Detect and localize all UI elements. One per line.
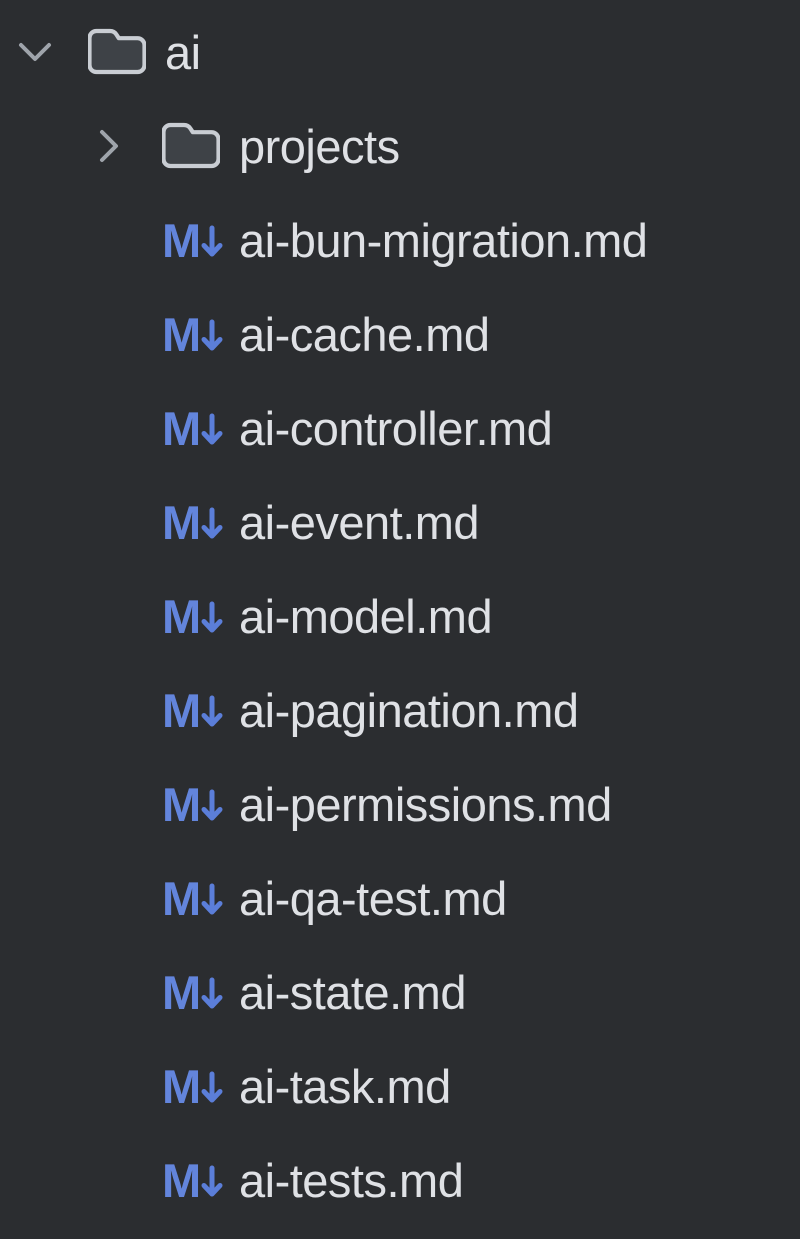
item-icon-slot: M <box>88 21 148 83</box>
folder-icon <box>88 28 146 75</box>
markdown-letter: M <box>162 683 201 737</box>
item-icon-slot: M <box>162 1055 223 1117</box>
markdown-file-icon: M <box>162 593 223 640</box>
tree-item-label: ai-bun-migration.md <box>239 213 648 267</box>
tree-item-label: ai-controller.md <box>239 401 553 455</box>
tree-item-label: ai-event.md <box>239 495 480 549</box>
chevron-toggle[interactable] <box>89 972 129 1012</box>
chevron-toggle[interactable] <box>89 126 129 166</box>
markdown-download-arrow-icon <box>201 695 223 727</box>
chevron-toggle[interactable] <box>89 314 129 354</box>
tree-item-label: ai-model.md <box>239 589 493 643</box>
tree-item[interactable]: M ai-tests.md <box>0 1133 800 1227</box>
markdown-file-icon: M <box>162 311 223 358</box>
item-icon-slot: M <box>162 867 223 929</box>
tree-item[interactable]: M projects <box>0 99 800 193</box>
tree-item-label: ai <box>165 25 201 79</box>
chevron-toggle[interactable] <box>89 1160 129 1200</box>
markdown-download-arrow-icon <box>201 1165 223 1197</box>
tree-item-label: ai-state.md <box>239 965 466 1019</box>
chevron-toggle[interactable] <box>15 32 55 72</box>
markdown-letter: M <box>162 777 201 831</box>
markdown-file-icon: M <box>162 687 223 734</box>
item-icon-slot: M <box>162 961 223 1023</box>
tree-item[interactable]: M ai-state.md <box>0 945 800 1039</box>
tree-item[interactable]: M ai-pagination.md <box>0 663 800 757</box>
markdown-letter: M <box>162 965 201 1019</box>
tree-item[interactable]: M ai-event.md <box>0 475 800 569</box>
chevron-toggle[interactable] <box>89 690 129 730</box>
tree-item[interactable]: M ai-task.md <box>0 1039 800 1133</box>
chevron-right-icon <box>100 130 118 162</box>
markdown-file-icon: M <box>162 499 223 546</box>
chevron-toggle[interactable] <box>89 784 129 824</box>
chevron-down-icon <box>19 43 51 61</box>
markdown-file-icon: M <box>162 405 223 452</box>
tree-item[interactable]: M ai-qa-test.md <box>0 851 800 945</box>
chevron-toggle[interactable] <box>89 502 129 542</box>
tree-item-label: ai-cache.md <box>239 307 490 361</box>
tree-item[interactable]: M ai-bun-migration.md <box>0 193 800 287</box>
markdown-letter: M <box>162 401 201 455</box>
markdown-letter: M <box>162 1153 201 1207</box>
tree-item[interactable]: M ai-model.md <box>0 569 800 663</box>
item-icon-slot: M <box>162 303 223 365</box>
item-icon-slot: M <box>162 773 223 835</box>
markdown-download-arrow-icon <box>201 789 223 821</box>
markdown-file-icon: M <box>162 217 223 264</box>
tree-item-label: ai-tests.md <box>239 1153 464 1207</box>
markdown-letter: M <box>162 495 201 549</box>
item-icon-slot: M <box>162 115 222 177</box>
markdown-download-arrow-icon <box>201 319 223 351</box>
chevron-toggle[interactable] <box>89 220 129 260</box>
markdown-download-arrow-icon <box>201 1071 223 1103</box>
tree-item-label: ai-task.md <box>239 1059 451 1113</box>
tree-item[interactable]: M ai-controller.md <box>0 381 800 475</box>
tree-item[interactable]: M ai <box>0 5 800 99</box>
markdown-download-arrow-icon <box>201 883 223 915</box>
item-icon-slot: M <box>162 209 223 271</box>
chevron-toggle[interactable] <box>89 408 129 448</box>
markdown-letter: M <box>162 871 201 925</box>
item-icon-slot: M <box>162 585 223 647</box>
item-icon-slot: M <box>162 1149 223 1211</box>
tree-item-label: projects <box>239 119 400 173</box>
folder-icon <box>162 122 220 169</box>
markdown-download-arrow-icon <box>201 413 223 445</box>
tree-item-label: ai-pagination.md <box>239 683 579 737</box>
chevron-toggle[interactable] <box>89 596 129 636</box>
markdown-file-icon: M <box>162 781 223 828</box>
markdown-download-arrow-icon <box>201 507 223 539</box>
tree-item-label: ai-qa-test.md <box>239 871 507 925</box>
chevron-toggle[interactable] <box>89 878 129 918</box>
markdown-letter: M <box>162 1059 201 1113</box>
tree-item[interactable]: M ai-cache.md <box>0 287 800 381</box>
tree-item[interactable]: M ai-permissions.md <box>0 757 800 851</box>
markdown-download-arrow-icon <box>201 977 223 1009</box>
tree-item-label: ai-permissions.md <box>239 777 612 831</box>
markdown-file-icon: M <box>162 1063 223 1110</box>
item-icon-slot: M <box>162 679 223 741</box>
markdown-download-arrow-icon <box>201 601 223 633</box>
item-icon-slot: M <box>162 491 223 553</box>
markdown-file-icon: M <box>162 1157 223 1204</box>
markdown-download-arrow-icon <box>201 225 223 257</box>
markdown-letter: M <box>162 307 201 361</box>
markdown-letter: M <box>162 213 201 267</box>
markdown-file-icon: M <box>162 969 223 1016</box>
item-icon-slot: M <box>162 397 223 459</box>
markdown-letter: M <box>162 589 201 643</box>
markdown-file-icon: M <box>162 875 223 922</box>
chevron-toggle[interactable] <box>89 1066 129 1106</box>
